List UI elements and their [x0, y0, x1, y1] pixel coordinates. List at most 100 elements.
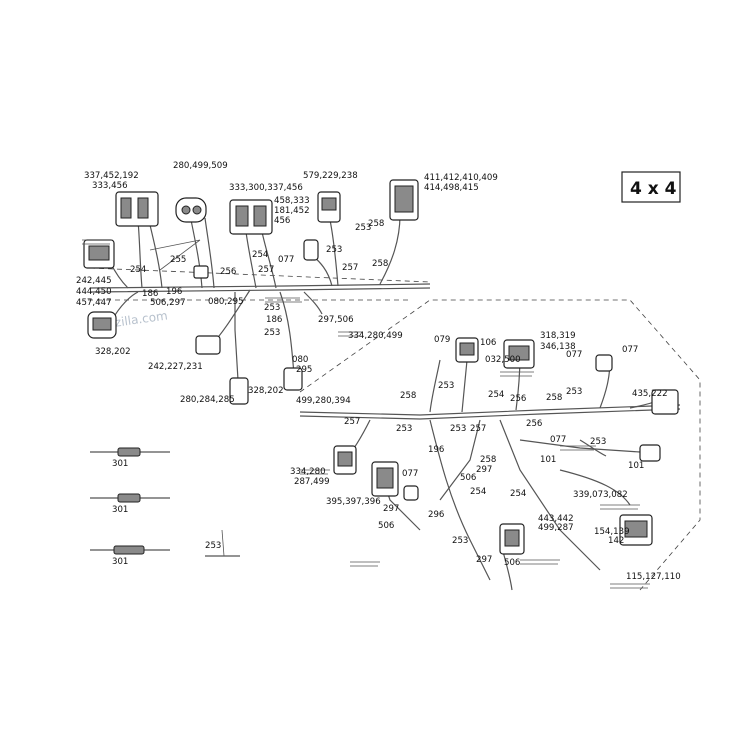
part-label: 080 [292, 355, 308, 365]
part-label: 077 [622, 345, 638, 355]
annotation-marks [82, 239, 650, 589]
connector-upper-2 [175, 197, 207, 223]
part-label: 458,333 [274, 196, 310, 206]
part-label: 101 [628, 461, 644, 471]
part-label: 301 [112, 557, 128, 567]
part-label: 254 [470, 487, 486, 497]
part-label: 253 [452, 536, 468, 546]
connector-lower-9 [595, 354, 613, 372]
part-label: 077 [278, 255, 294, 265]
part-label-group: 337,452,192333,456280,499,509333,300,337… [76, 161, 681, 582]
part-label: 106 [480, 338, 496, 348]
part-label: 414,498,415 [424, 183, 479, 193]
part-label: 186 [142, 289, 158, 299]
part-label: 297 [476, 555, 492, 565]
part-label: 253 [264, 328, 280, 338]
part-label: 334,280,499 [348, 331, 403, 341]
part-label: 506,297 [150, 298, 186, 308]
badge-4x4: 4 x 4 [621, 171, 681, 203]
upper-harness [88, 214, 431, 381]
part-label: 254 [488, 390, 504, 400]
part-label: 258 [368, 219, 384, 229]
part-label: 077 [566, 350, 582, 360]
connector-upper-12 [193, 265, 209, 279]
part-label: 258 [546, 393, 562, 403]
part-label: 318,319 [540, 331, 576, 341]
connector-lower-10 [403, 485, 419, 501]
part-label: 253 [326, 245, 342, 255]
part-label: 328,202 [248, 386, 284, 396]
part-label: 254 [252, 250, 268, 260]
part-label: 254 [510, 489, 526, 499]
part-label: 256 [220, 267, 236, 277]
part-label: 256 [510, 394, 526, 404]
part-label: 032,500 [485, 355, 521, 365]
part-label: 142 [608, 536, 624, 546]
part-label: 499,287 [538, 523, 574, 533]
part-label: 337,452,192 [84, 171, 139, 181]
detail-views [90, 447, 240, 557]
part-label: 253 [590, 437, 606, 447]
part-label: 499,280,394 [296, 396, 351, 406]
part-label: 253 [396, 424, 412, 434]
part-label: 154,139 [594, 527, 630, 537]
part-label: 257 [342, 263, 358, 273]
part-label: 395,397,396 [326, 497, 381, 507]
part-label: 346,138 [540, 342, 576, 352]
part-label: 506 [378, 521, 394, 531]
connector-upper-10 [283, 367, 303, 391]
part-label: 253 [264, 303, 280, 313]
part-label: 257 [258, 265, 274, 275]
part-label: 435,222 [632, 389, 668, 399]
connector-lower-8 [639, 444, 661, 462]
part-label: 296 [428, 510, 444, 520]
part-label: 256 [526, 419, 542, 429]
part-label: 181,452 [274, 206, 310, 216]
part-label: 297 [476, 465, 492, 475]
lower-connectors [333, 337, 679, 555]
part-label: 254 [130, 265, 146, 275]
part-label: 253 [566, 387, 582, 397]
part-label: 242,227,231 [148, 362, 203, 372]
upper-connectors [83, 179, 419, 405]
lower-harness [299, 299, 701, 591]
part-label: 506 [504, 558, 520, 568]
part-label: 258 [400, 391, 416, 401]
connector-lower-5 [651, 389, 679, 415]
part-label: 196 [166, 287, 182, 297]
part-label: 253 [438, 381, 454, 391]
part-label: 258 [480, 455, 496, 465]
part-label: 297,506 [318, 315, 354, 325]
part-label: 339,073,082 [573, 490, 628, 500]
part-label: 456 [274, 216, 290, 226]
part-label: 297 [383, 504, 399, 514]
part-label: 253 [450, 424, 466, 434]
part-label: 506 [460, 473, 476, 483]
part-label: 443,442 [538, 514, 574, 524]
connector-upper-11 [303, 239, 319, 261]
part-label: 301 [112, 505, 128, 515]
part-label: 333,456 [92, 181, 128, 191]
part-label: 186 [266, 315, 282, 325]
part-label: 287,499 [294, 477, 330, 487]
part-label: 258 [372, 259, 388, 269]
part-label: 242,445 [76, 276, 112, 286]
part-label: 257 [344, 417, 360, 427]
part-label: 079 [434, 335, 450, 345]
part-label: 255 [170, 255, 186, 265]
part-label: 115,127,110 [626, 572, 681, 582]
part-label: 101 [540, 455, 556, 465]
part-label: 411,412,410,409 [424, 173, 498, 183]
connector-upper-9 [229, 377, 249, 405]
part-label: 253 [355, 223, 371, 233]
part-label: 280,499,509 [173, 161, 228, 171]
part-label: 280,284,285 [180, 395, 235, 405]
part-label: 257 [470, 424, 486, 434]
part-label: 334,280 [290, 467, 326, 477]
part-label: 457,447 [76, 298, 112, 308]
part-label: 295 [296, 365, 312, 375]
connector-upper-8 [195, 335, 221, 355]
part-label: 080,295 [208, 297, 244, 307]
part-label: 253 [205, 541, 221, 551]
